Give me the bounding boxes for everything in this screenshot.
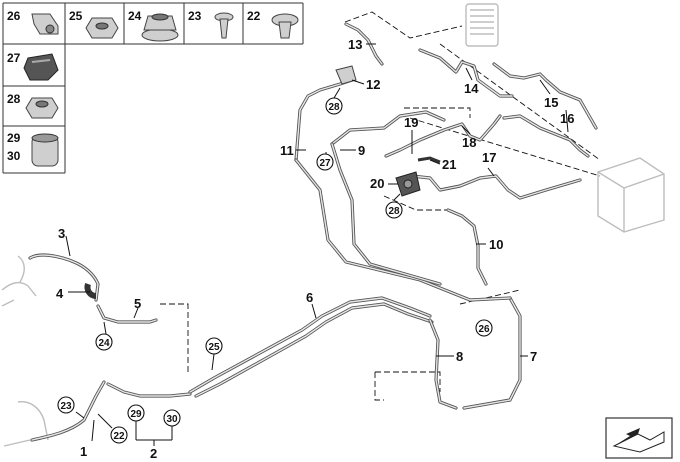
radiator-ghost-icon xyxy=(465,3,499,47)
callout-17: 17 xyxy=(482,150,496,165)
circled-callout-27: 27 xyxy=(316,153,334,171)
svg-text:30: 30 xyxy=(166,414,178,425)
legend-label-29: 29 xyxy=(7,131,21,145)
legend-label-22: 22 xyxy=(247,9,261,23)
circled-callout-26: 26 xyxy=(475,319,493,337)
callout-3: 3 xyxy=(58,226,65,241)
pipe-network xyxy=(28,22,598,442)
callout-1: 1 xyxy=(80,444,87,459)
circled-callout-22: 22 xyxy=(110,426,128,444)
bracket-clip-icon xyxy=(23,53,59,81)
callout-21: 21 xyxy=(442,157,456,172)
circled-fastener-callouts: 28 27 28 24 25 26 23 22 xyxy=(57,97,493,444)
callout-5: 5 xyxy=(134,296,141,311)
expansion-tank-ghost-icon xyxy=(597,157,665,233)
callout-16: 16 xyxy=(560,111,574,126)
axle-ghost-bottom-left-icon xyxy=(3,401,49,447)
legend-label-30: 30 xyxy=(7,149,21,163)
callout-7: 7 xyxy=(530,349,537,364)
callout-8: 8 xyxy=(456,349,463,364)
svg-text:25: 25 xyxy=(208,342,220,353)
legend-label-26: 26 xyxy=(7,9,21,23)
circled-callout-23: 23 xyxy=(57,396,75,414)
callout-10: 10 xyxy=(489,237,503,252)
svg-text:22: 22 xyxy=(113,431,125,442)
svg-text:28: 28 xyxy=(328,102,340,113)
legend-label-27: 27 xyxy=(7,51,21,65)
circled-callout-28-top: 28 xyxy=(325,97,343,115)
callout-15: 15 xyxy=(544,95,558,110)
legend-label-23: 23 xyxy=(188,9,202,23)
expanding-rivet-icon xyxy=(271,13,299,39)
circled-callout-25: 25 xyxy=(205,337,223,355)
leader-lines xyxy=(65,43,569,446)
axle-ghost-left-icon xyxy=(1,255,37,307)
callout-11: 11 xyxy=(280,143,294,158)
svg-text:29: 29 xyxy=(130,409,142,420)
circled-callout-29: 29 xyxy=(127,404,145,422)
svg-text:28: 28 xyxy=(388,206,400,217)
callout-18: 18 xyxy=(462,135,476,150)
svg-text:23: 23 xyxy=(60,401,72,412)
callout-4: 4 xyxy=(56,286,64,301)
svg-text:27: 27 xyxy=(319,158,331,169)
callout-2: 2 xyxy=(150,446,157,461)
diagram-reference-arrow-icon xyxy=(605,417,673,459)
circled-callout-28-valve: 28 xyxy=(385,201,403,219)
flange-nut-icon xyxy=(25,97,59,119)
hex-nut-icon xyxy=(85,17,119,39)
callout-13: 13 xyxy=(348,37,362,52)
callout-20: 20 xyxy=(370,176,384,191)
screw-icon xyxy=(214,12,234,39)
callout-9: 9 xyxy=(358,143,365,158)
fastener-legend-grid: 26 25 24 23 22 27 28 29 30 xyxy=(2,2,304,174)
circled-callout-24: 24 xyxy=(95,333,113,351)
svg-text:24: 24 xyxy=(98,338,110,349)
valve-block-icon xyxy=(395,171,421,197)
grommet-icon xyxy=(31,133,59,167)
callout-19: 19 xyxy=(404,115,418,130)
collar-nut-icon xyxy=(141,13,179,42)
dashed-guide-lines xyxy=(160,11,601,401)
svg-text:26: 26 xyxy=(478,324,490,335)
callout-12: 12 xyxy=(366,77,380,92)
circled-callout-30: 30 xyxy=(163,409,181,427)
legend-label-24: 24 xyxy=(128,9,142,23)
callout-6: 6 xyxy=(306,290,313,305)
callout-14: 14 xyxy=(464,81,479,96)
pipe-clip-icon xyxy=(31,13,59,35)
part-number-labels: 1 2 3 4 5 6 7 8 9 10 11 12 13 14 15 16 1… xyxy=(56,37,574,461)
legend-label-28: 28 xyxy=(7,92,21,106)
legend-label-25: 25 xyxy=(69,9,83,23)
